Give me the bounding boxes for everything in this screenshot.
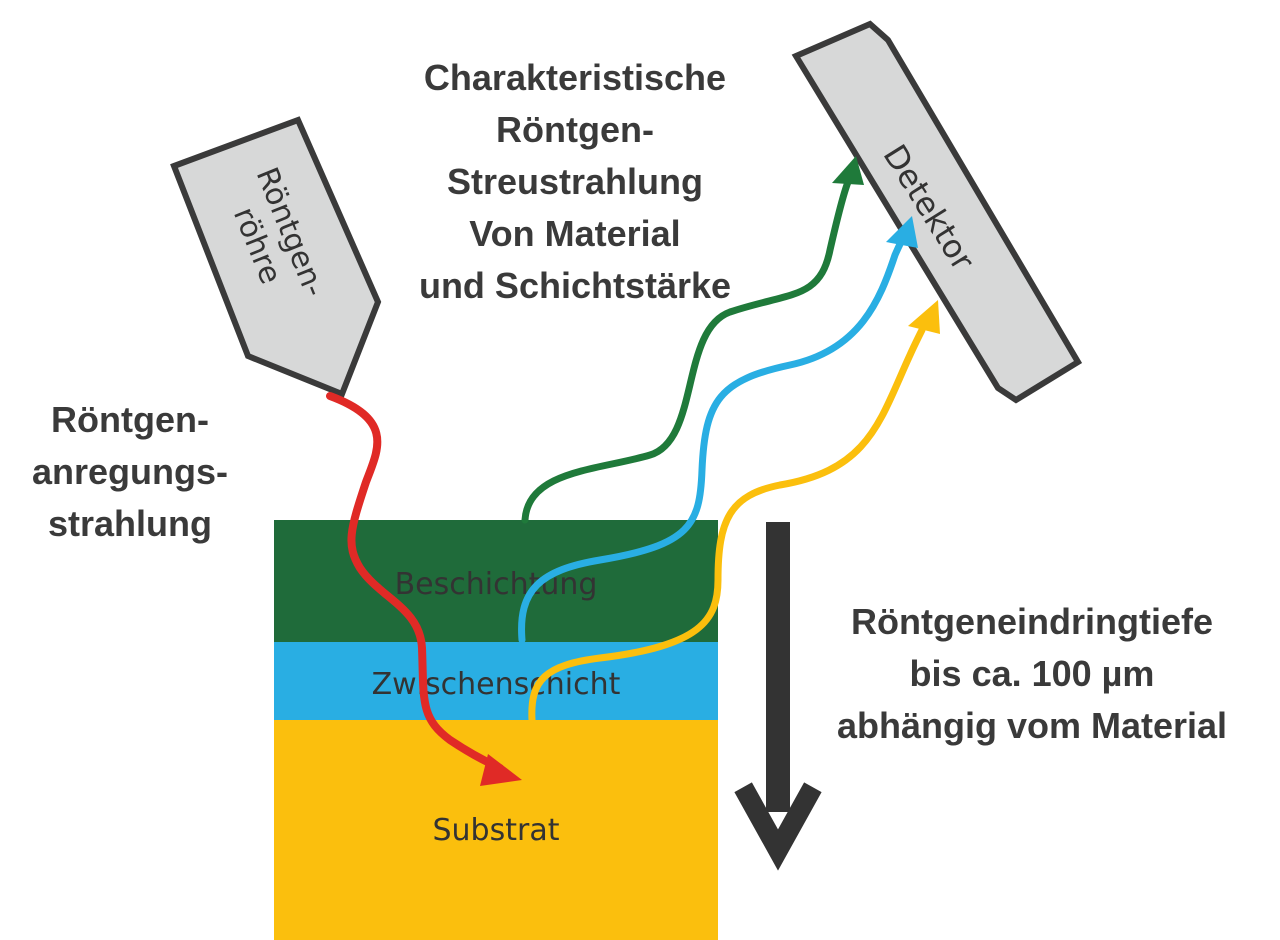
depth-arrow-head [734,782,822,871]
substrate-ray [528,326,926,724]
penetration-label-line2: bis ca. 100 µm [910,653,1155,694]
penetration-label-line3: abhängig vom Material [837,705,1227,746]
intermediate-ray [518,236,906,644]
substrate-layer [274,720,718,940]
excitation-label-line1: Röntgen- [51,399,209,440]
intermediate-layer [274,642,718,720]
intermediate-ray-arrowhead [886,216,918,248]
intermediate-label: Zwischenschicht [372,667,621,702]
detector [796,24,1078,400]
excitation-ray [326,392,504,772]
depth-arrow-shaft [766,522,790,812]
coating-label: Beschichtung [395,567,598,602]
characteristic-label-line2: Röntgen- [496,109,654,150]
characteristic-label-line4: Von Material [469,213,680,254]
excitation-label-line3: strahlung [48,503,212,544]
excitation-label-line2: anregungs- [32,451,228,492]
characteristic-label-line5: und Schichtstärke [419,265,731,306]
characteristic-label-line1: Charakteristische [424,57,726,98]
substrate-ray-arrowhead [908,300,940,334]
substrate-label: Substrat [433,813,560,848]
coating-ray [521,178,852,524]
xray-tube-outline [170,116,382,398]
excitation-ray-arrowhead [480,754,522,786]
characteristic-label-line3: Streustrahlung [447,161,703,202]
penetration-label-line1: Röntgeneindringtiefe [851,601,1213,642]
detector-outline [791,20,1083,404]
coating-ray-arrowhead [832,156,864,185]
